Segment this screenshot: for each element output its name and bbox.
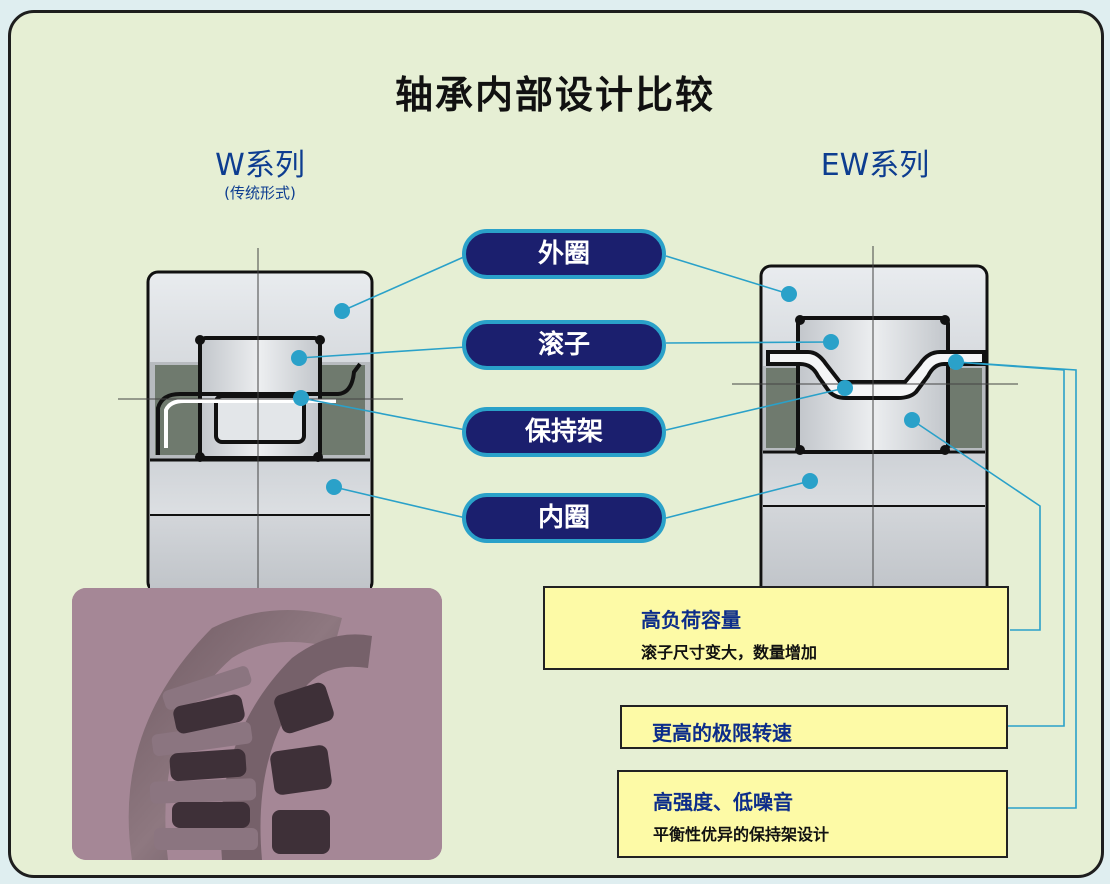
w-roller-corner bbox=[195, 335, 205, 345]
label-roller: 滚子 bbox=[462, 320, 666, 370]
feature-strength-detail: 平衡性优异的保持架设计 bbox=[653, 825, 830, 844]
leader-inner-left bbox=[333, 486, 467, 519]
cage-ring-right bbox=[220, 634, 372, 860]
ew-cage-right-wall bbox=[948, 368, 982, 448]
cage-pocket bbox=[173, 694, 245, 734]
cage-pocket bbox=[169, 748, 247, 782]
leader-inner-right bbox=[665, 480, 811, 519]
w-roller-corner bbox=[313, 452, 323, 462]
label-cage: 保持架 bbox=[462, 407, 666, 457]
feature-speed-heading: 更高的极限转速 bbox=[652, 721, 792, 745]
ew-bore bbox=[763, 506, 985, 596]
ew-roller-corner bbox=[795, 445, 805, 455]
feature-load-heading: 高负荷容量 bbox=[641, 608, 741, 632]
dot-cage-right bbox=[837, 380, 853, 396]
cage-bars bbox=[149, 666, 258, 850]
cage-bar bbox=[162, 666, 252, 710]
ew-roller-corner bbox=[940, 315, 950, 325]
cage-bar bbox=[151, 721, 253, 757]
dot-inner-feature bbox=[904, 412, 920, 428]
cage-photo bbox=[72, 588, 442, 860]
leader-feature-load bbox=[911, 419, 1041, 631]
right-series-name: EW系列 bbox=[820, 148, 930, 183]
leader-lines bbox=[298, 255, 1077, 809]
dot-roller-right bbox=[823, 334, 839, 350]
feature-load-detail: 滚子尺寸变大，数量增加 bbox=[641, 643, 818, 662]
label-outer-ring: 外圈 bbox=[462, 229, 666, 279]
label-inner-ring: 内圈 bbox=[462, 493, 666, 543]
ew-cage-outline bbox=[766, 350, 986, 400]
cage-ring-left bbox=[128, 610, 342, 860]
cage-bar bbox=[154, 828, 258, 850]
ew-series-bearing bbox=[759, 264, 989, 598]
feature-strength-heading: 高强度、低噪音 bbox=[653, 790, 793, 814]
dot-inner-right bbox=[802, 473, 818, 489]
feature-box-strength: 高强度、低噪音 平衡性优异的保持架设计 bbox=[617, 770, 1008, 858]
ew-roller-corner bbox=[795, 315, 805, 325]
cage-pocket bbox=[270, 745, 332, 795]
w-cage-right-wall bbox=[320, 365, 365, 455]
dot-outer-right bbox=[781, 286, 797, 302]
w-series-bearing bbox=[146, 270, 374, 594]
w-roller-corner bbox=[195, 452, 205, 462]
leader-feature-strength bbox=[955, 361, 1077, 809]
cage-pocket bbox=[272, 810, 330, 854]
dot-roller-left bbox=[291, 350, 307, 366]
w-bore bbox=[150, 515, 370, 593]
left-series-name: W系列 bbox=[215, 148, 305, 183]
ew-roller-corner bbox=[940, 445, 950, 455]
w-cage-highlight bbox=[164, 399, 336, 448]
leader-roller-left bbox=[298, 346, 467, 359]
dot-cage-left bbox=[293, 390, 309, 406]
dot-outer-left bbox=[334, 303, 350, 319]
cage-pockets bbox=[169, 682, 334, 854]
leader-dots bbox=[291, 286, 964, 495]
cage-pocket bbox=[274, 682, 334, 734]
right-series-header: EW系列 bbox=[800, 140, 950, 184]
leader-outer-right bbox=[665, 255, 790, 295]
feature-box-speed: 更高的极限转速 bbox=[620, 705, 1008, 749]
leader-roller-right bbox=[665, 341, 832, 344]
w-cage-left-wall bbox=[155, 365, 199, 455]
w-roller-corner bbox=[315, 335, 325, 345]
dot-inner-left bbox=[326, 479, 342, 495]
dot-cage-feature bbox=[948, 354, 964, 370]
leader-cage-right bbox=[665, 387, 846, 431]
left-series-header: W系列 (传统形式) bbox=[190, 140, 330, 203]
diagram-title: 轴承内部设计比较 bbox=[394, 73, 715, 117]
cage-bar bbox=[149, 778, 257, 804]
feature-box-load: 高负荷容量 滚子尺寸变大，数量增加 bbox=[543, 586, 1009, 670]
leader-outer-left bbox=[341, 255, 467, 312]
left-series-note: (传统形式) bbox=[224, 184, 296, 202]
cage-pocket bbox=[172, 802, 250, 828]
cage-illustration bbox=[72, 588, 442, 860]
leader-cage-left bbox=[300, 397, 467, 431]
